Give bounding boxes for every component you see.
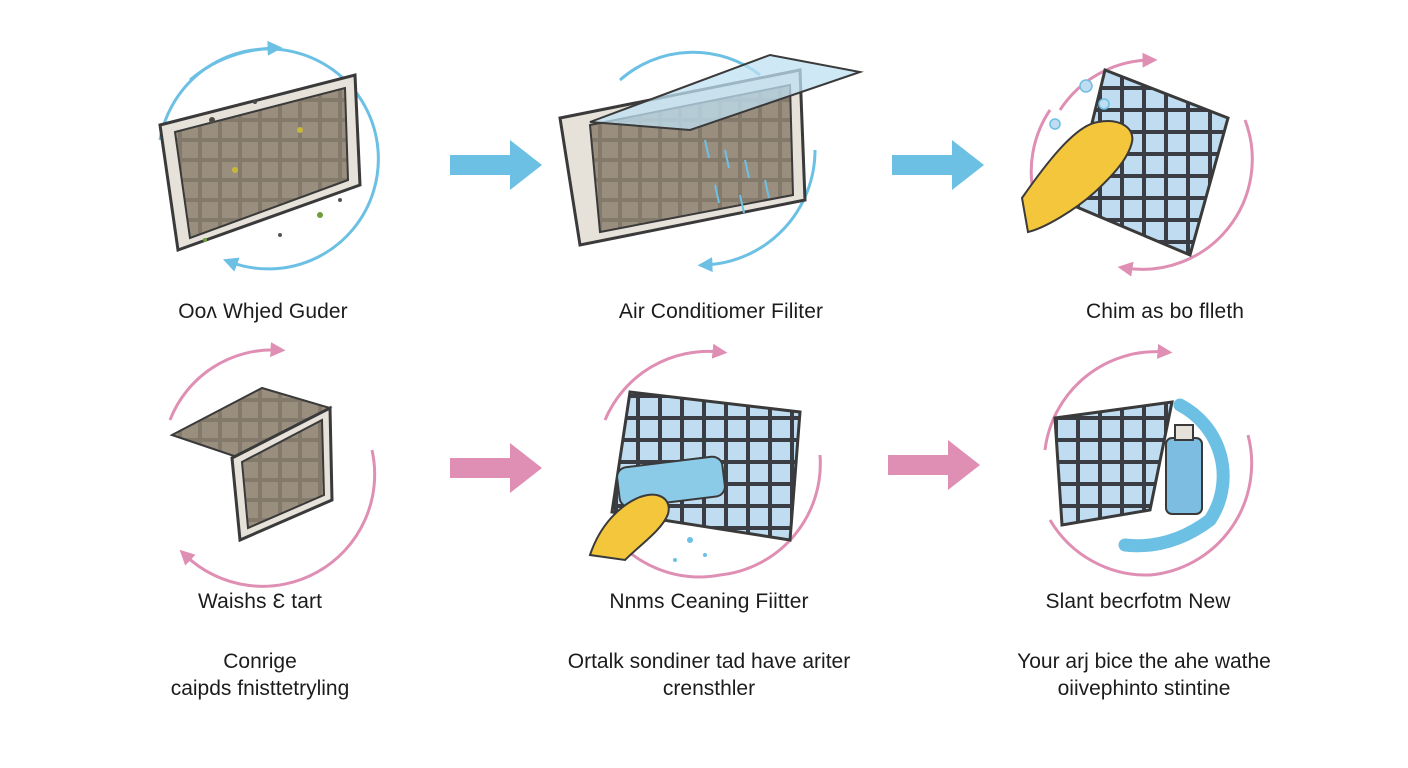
description-1: Conrige caipds fnisttetryling [50,648,470,702]
step-label-3: Chim as bo flleth [1085,300,1245,323]
cycle-ring [168,342,286,421]
description-3: Your arj bice the ahe wathe oiivephinto … [934,648,1354,702]
cycle-ring [1058,52,1158,111]
step-label-2: Air Conditiomer Filiter [618,300,824,323]
step-label-6: Slant becrfotm New [1045,590,1231,613]
description-3-line-1: Your arj bice the ahe wathe [1017,650,1271,673]
step-label-1: Ooʌ Whjed Guder [178,300,348,323]
step-3-hand-wash [1020,52,1254,277]
cycle-ring [697,149,817,273]
step-1-dirty-filter [158,40,380,272]
cycle-ring [1117,119,1254,277]
gloved-hand-wash-icon [1020,67,1230,258]
cycle-ring-arrow [189,40,283,82]
step-label-5: Nnms Ceaning Fiitter [609,590,809,613]
clean-filter-bottle-icon [1053,400,1203,527]
description-2: Ortalk sondiner tad have ariter crensthl… [499,648,919,702]
description-1-line-1: Conrige [223,650,297,673]
step-6-clean-filter [1043,343,1254,577]
folded-filter-icon [169,386,334,543]
brush-cleaning-icon [588,390,802,562]
step-2-filter-cover [558,50,864,273]
cycle-ring [1048,434,1254,577]
description-1-line-2: caipds fnisttetryling [170,677,350,700]
cycle-ring [603,343,728,421]
step-5-brush-cleaning [588,343,822,579]
recycle-arrow [1118,398,1230,553]
step-label-4: Waishs Ɛ tart [197,590,323,613]
filter-cover-icon [558,53,864,247]
description-2-line-2: crensthler [662,677,756,700]
cycle-ring [1043,343,1173,451]
cycle-ring [179,449,377,588]
description-2-line-1: Ortalk sondiner tad have ariter [567,650,851,673]
cycle-ring [603,454,822,579]
dirty-filter-icon [158,73,362,253]
flow-arrow-4 [888,440,980,490]
flow-arrow-2 [892,140,984,190]
description-3-line-2: oiivephinto stintine [1057,677,1231,700]
step-4-folded-filter [168,342,377,588]
flow-arrow-1 [450,140,542,190]
flow-arrow-3 [450,443,542,493]
